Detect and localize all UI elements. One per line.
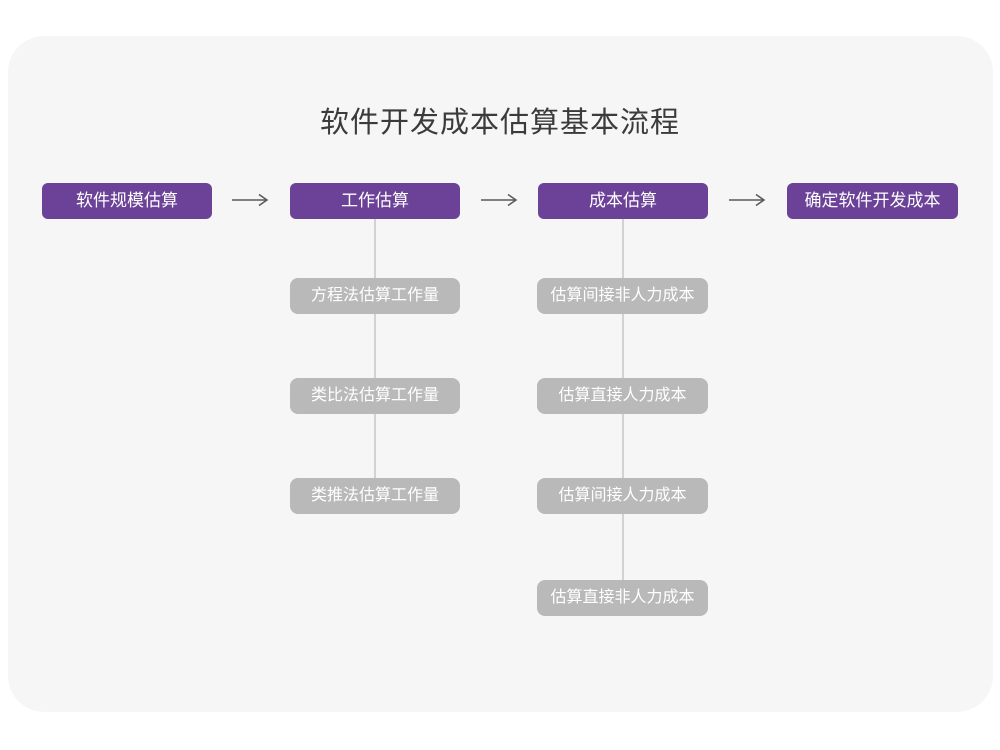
right-arrow-icon: [729, 193, 766, 207]
node-cost-estimation: 成本估算: [538, 183, 708, 219]
subnode-direct-non-labor-cost: 估算直接非人力成本: [537, 580, 708, 616]
diagram-title: 软件开发成本估算基本流程: [319, 107, 680, 139]
diagram-card: [8, 36, 993, 712]
subnode-equation-method-workload: 方程法估算工作量: [290, 278, 460, 314]
subnode-analogy-method-workload: 类比法估算工作量: [290, 378, 460, 414]
subnode-indirect-labor-cost: 估算间接人力成本: [537, 478, 708, 514]
right-arrow-icon: [481, 193, 518, 207]
node-software-scale-estimation: 软件规模估算: [42, 183, 212, 219]
subnode-direct-labor-cost: 估算直接人力成本: [537, 378, 708, 414]
work-estimation-connector-line: [374, 219, 376, 496]
right-arrow-icon: [232, 193, 269, 207]
subnode-extrapolation-method-workload: 类推法估算工作量: [290, 478, 460, 514]
subnode-indirect-non-labor-cost: 估算间接非人力成本: [537, 278, 708, 314]
node-determine-software-dev-cost: 确定软件开发成本: [787, 183, 958, 219]
node-work-estimation: 工作估算: [290, 183, 460, 219]
